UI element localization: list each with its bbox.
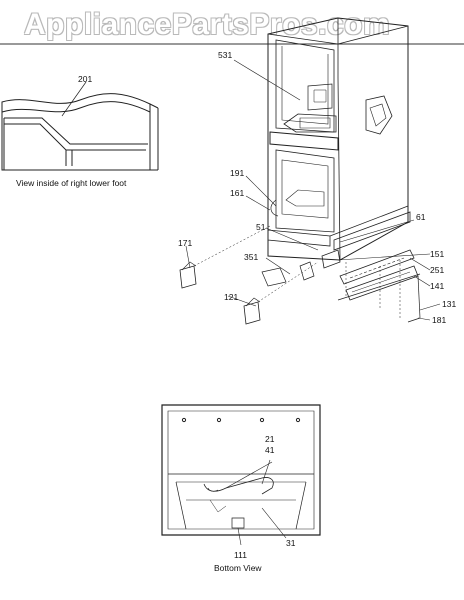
leader-191: [246, 176, 276, 206]
callout-351: 351: [244, 252, 258, 262]
leader-121: [228, 296, 256, 306]
leader-141: [414, 276, 430, 286]
inset-caption: View inside of right lower foot: [16, 178, 127, 188]
watermark-logo: AppliancePartsPros.com: [24, 8, 391, 41]
callout-31: 31: [286, 538, 296, 548]
leader-201: [62, 82, 86, 116]
callout-labels: 201 531 191 161 51 61 171 351 151 251 12…: [78, 50, 456, 560]
callout-51: 51: [256, 222, 266, 232]
callout-151: 151: [430, 249, 444, 259]
leader-251: [410, 258, 430, 270]
leader-151: [338, 254, 430, 260]
leader-171: [186, 246, 190, 268]
bottom-view-caption: Bottom View: [214, 563, 262, 573]
leader-181: [418, 318, 430, 320]
callout-21: 21: [265, 434, 275, 444]
callout-181: 181: [432, 315, 446, 325]
callout-131: 131: [442, 299, 456, 309]
callout-41: 41: [265, 445, 275, 455]
callout-141: 141: [430, 281, 444, 291]
leader-351: [266, 258, 290, 274]
leader-31: [262, 508, 286, 538]
leader-531: [234, 60, 300, 100]
leader-51: [266, 228, 318, 250]
fridge-cabinet-view: [180, 18, 440, 324]
leader-161: [246, 196, 270, 210]
callout-201: 201: [78, 74, 92, 84]
callout-191: 191: [230, 168, 244, 178]
callout-171: 171: [178, 238, 192, 248]
bottom-view: [162, 405, 320, 545]
callout-121: 121: [224, 292, 238, 302]
leader-111: [238, 528, 241, 545]
callout-251: 251: [430, 265, 444, 275]
callout-61: 61: [416, 212, 426, 222]
leader-41: [226, 462, 272, 488]
leader-61: [340, 220, 414, 242]
callout-111: 111: [234, 550, 247, 560]
leader-131: [420, 304, 440, 310]
callout-531: 531: [218, 50, 232, 60]
inset-foot-view: [2, 82, 158, 170]
callout-161: 161: [230, 188, 244, 198]
